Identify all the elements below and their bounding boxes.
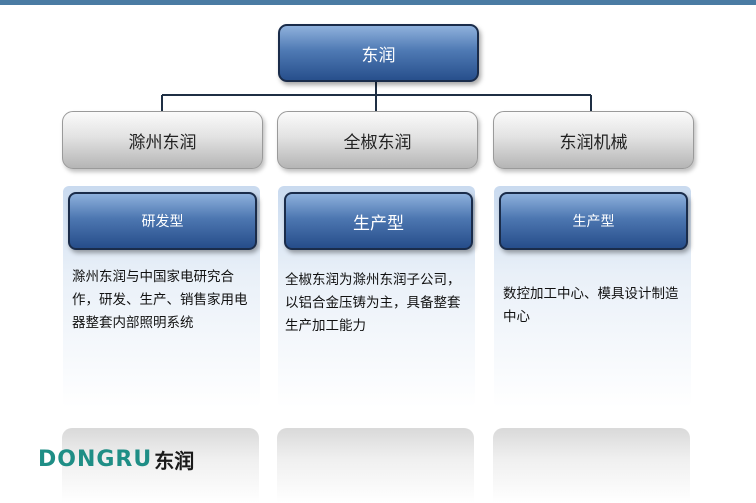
branch-description-1: 滁州东润与中国家电研究合作，研发、生产、销售家用电器整套内部照明系统 [72, 269, 248, 331]
branch-node-2-label: 全椒东润 [343, 132, 412, 153]
reflection-2 [277, 428, 474, 503]
branch-description-3: 数控加工中心、模具设计制造中心 [503, 286, 679, 325]
branch-description-2: 全椒东润为滁州东润子公司，以铝合金压铸为主，具备整套生产加工能力 [285, 272, 461, 334]
branch-type-1-label: 研发型 [141, 214, 184, 230]
branch-node-2: 全椒东润 [277, 111, 478, 169]
logo-chinese-text: 东润 [154, 448, 195, 473]
branch-node-1: 滁州东润 [62, 111, 263, 169]
logo-latin-text: DONGRU [38, 446, 153, 472]
root-node: 东润 [278, 24, 479, 82]
branch-type-1: 研发型 [68, 192, 257, 250]
company-logo: DONGRU 东润 [38, 444, 194, 474]
branch-type-2-label: 生产型 [353, 213, 404, 234]
root-node-label: 东润 [361, 45, 396, 66]
branch-type-2: 生产型 [284, 192, 473, 250]
top-accent-bar [0, 0, 756, 5]
reflection-1 [62, 428, 259, 503]
branch-node-3: 东润机械 [493, 111, 694, 169]
branch-node-1-label: 滁州东润 [128, 132, 197, 153]
reflection-3 [493, 428, 690, 503]
branch-type-3: 生产型 [499, 192, 688, 250]
branch-type-3-label: 生产型 [572, 214, 615, 230]
branch-node-3-label: 东润机械 [559, 132, 628, 153]
